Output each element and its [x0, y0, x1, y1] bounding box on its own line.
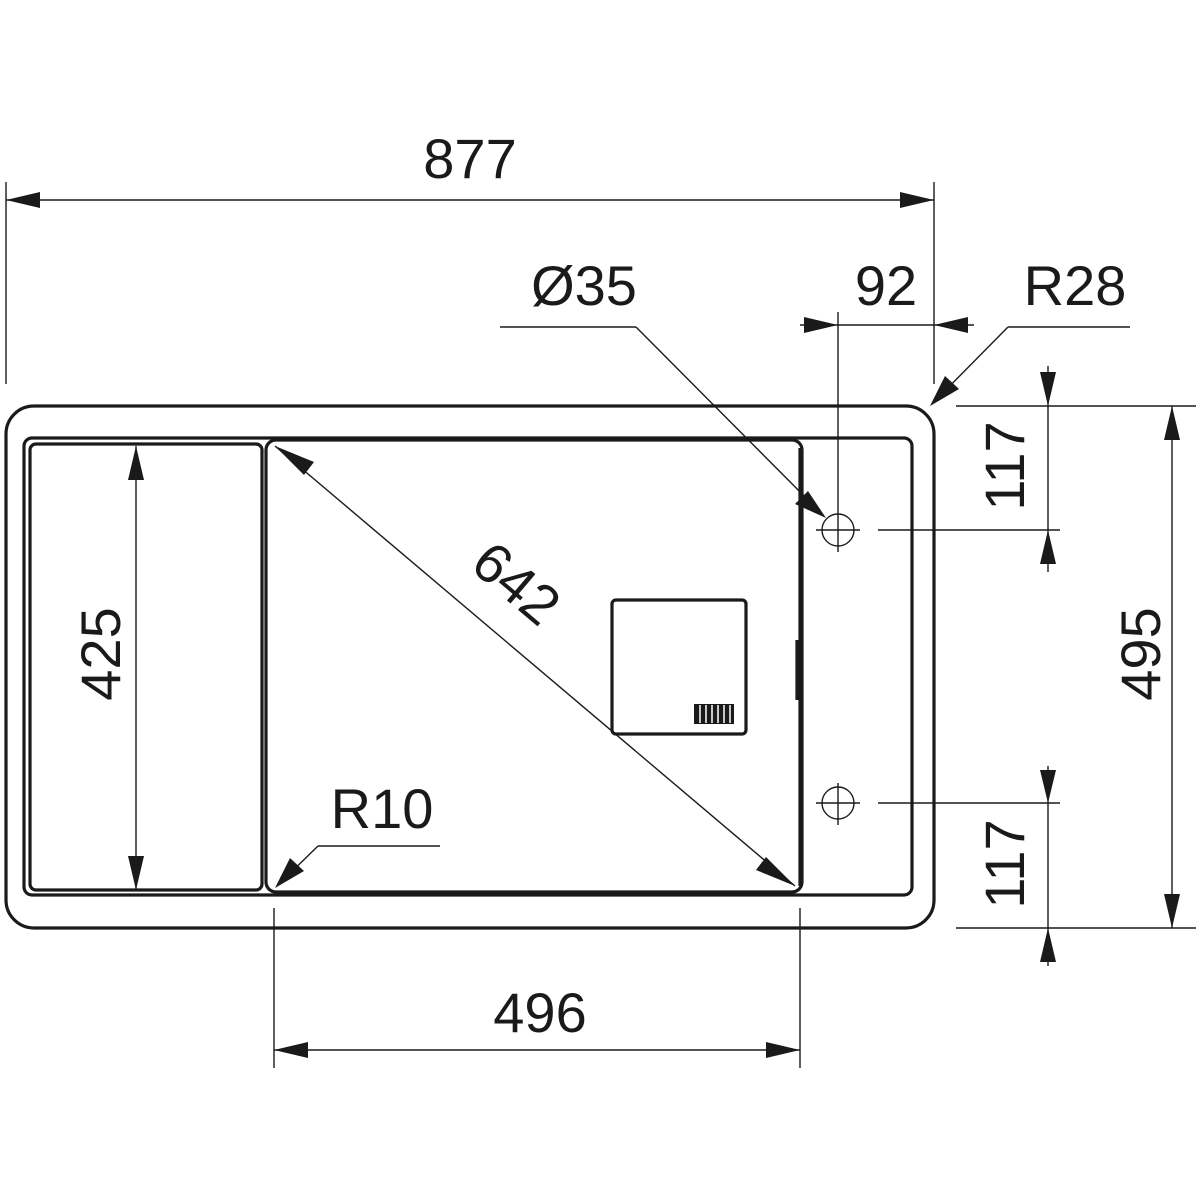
dimension-overall-depth: 495 — [1109, 406, 1180, 928]
dimension-bowl-width: 496 — [273, 908, 801, 1068]
dimension-label-117-bottom: 117 — [973, 819, 1036, 908]
dimension-drainer-depth: 425 — [69, 446, 144, 890]
dimension-label-642: 642 — [461, 529, 573, 637]
sink-inner-rim — [22, 436, 914, 897]
sink-outline — [4, 404, 936, 930]
sink-outer-edge — [4, 404, 936, 930]
dimension-corner-radius-outer: R28 — [930, 254, 1130, 406]
dimension-tap-offset: 92 — [800, 254, 974, 510]
dimension-tap-top-offset: 117 — [973, 366, 1056, 572]
tap-hole-bottom — [816, 783, 860, 825]
dimension-tap-hole-diameter: Ø35 — [500, 254, 826, 518]
drain-box — [610, 598, 748, 736]
dimension-overall-width: 877 — [5, 127, 935, 384]
drainer-area — [28, 442, 264, 892]
dimension-right-extensions — [878, 405, 1196, 929]
dimension-bowl-corner-radius: R10 — [275, 777, 440, 888]
tap-hole-top — [816, 510, 860, 552]
dimension-label-92: 92 — [855, 254, 917, 317]
dimension-label-495: 495 — [1109, 607, 1172, 700]
dimension-label-d35: Ø35 — [531, 254, 637, 317]
dimension-label-877: 877 — [423, 127, 516, 190]
dimension-label-117-top: 117 — [973, 421, 1036, 510]
dimension-tap-bottom-offset: 117 — [973, 766, 1056, 966]
dimension-label-425: 425 — [69, 607, 132, 700]
dimension-label-496: 496 — [493, 981, 586, 1044]
bowl-outline — [264, 438, 804, 894]
dimension-label-r28: R28 — [1024, 254, 1127, 317]
drain-box-outline — [610, 598, 748, 736]
dimension-label-r10: R10 — [331, 777, 434, 840]
